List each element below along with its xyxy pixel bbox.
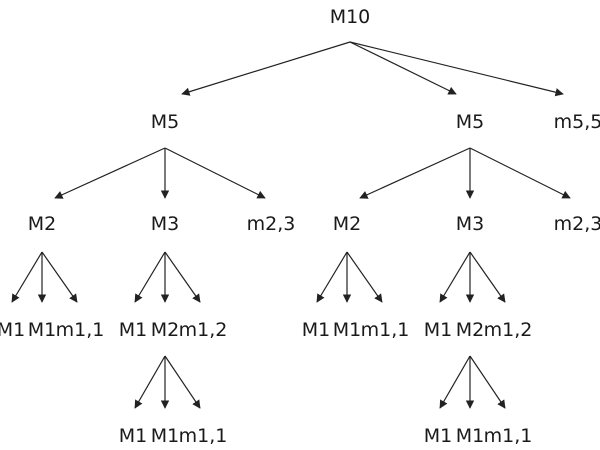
edge-right-m2-l3 [346,251,383,303]
leaf-right-m3-m1: M1 [424,319,452,341]
node-right-m2: M2 [333,213,361,235]
edge-left-deep-l1 [134,355,166,409]
edge-right-m5-m2 [359,147,471,199]
node-root: M10 [330,6,371,28]
leaf-left-deep-m1a: M1 [119,425,147,447]
edge-left-m3-c1 [134,251,166,303]
leaf-left-m2-m1-1: m1,1 [56,319,105,341]
edge-root-left-m5 [181,41,351,96]
node-m5-5: m5,5 [554,111,600,133]
node-right-m3-m2: M2 [456,319,484,341]
node-right-m3: M3 [456,213,484,235]
edge-right-m3-c3 [469,251,506,303]
edge-root-right-m5 [349,41,457,95]
leaf-right-deep-m1a: M1 [424,425,452,447]
leaf-right-m2-m1-1: m1,1 [361,319,410,341]
leaf-left-deep-m1-1: m1,1 [179,425,228,447]
leaf-right-deep-m1-1: m1,1 [484,425,533,447]
leaf-left-m2-m1a: M1 [0,319,25,341]
edge-right-m2-l1 [316,251,348,303]
edge-root-m5-5 [349,41,564,97]
node-right-m5: M5 [456,111,484,133]
edge-left-m5-m2 [54,147,166,199]
edge-left-deep-l3 [164,355,201,409]
leaf-left-m2-m1b: M1 [28,319,56,341]
edge-right-m3-c1 [439,251,471,303]
node-left-m5: M5 [151,111,179,133]
leaf-left-m3-m1: M1 [119,319,147,341]
leaf-right-m2-m1a: M1 [302,319,330,341]
edge-left-m2-l1 [11,251,43,303]
leaf-right-m3-m1-2: m1,2 [484,319,533,341]
tree-edges [11,41,571,409]
node-left-m2: M2 [28,213,56,235]
node-right-m2-3: m2,3 [554,213,600,235]
leaf-left-m3-m1-2: m1,2 [179,319,228,341]
edge-right-m5-m2-3 [469,147,571,199]
edge-left-m2-l3 [41,251,78,303]
leaf-right-m2-m1b: M1 [333,319,361,341]
edge-right-deep-l1 [439,355,471,409]
leaf-left-deep-m1b: M1 [151,425,179,447]
edge-left-m5-m2-3 [164,147,266,199]
node-left-m2-3: m2,3 [247,213,296,235]
edge-right-deep-l3 [469,355,506,409]
leaf-right-deep-m1b: M1 [456,425,484,447]
edge-left-m3-c3 [164,251,201,303]
node-left-m3-m2: M2 [151,319,179,341]
node-left-m3: M3 [151,213,179,235]
